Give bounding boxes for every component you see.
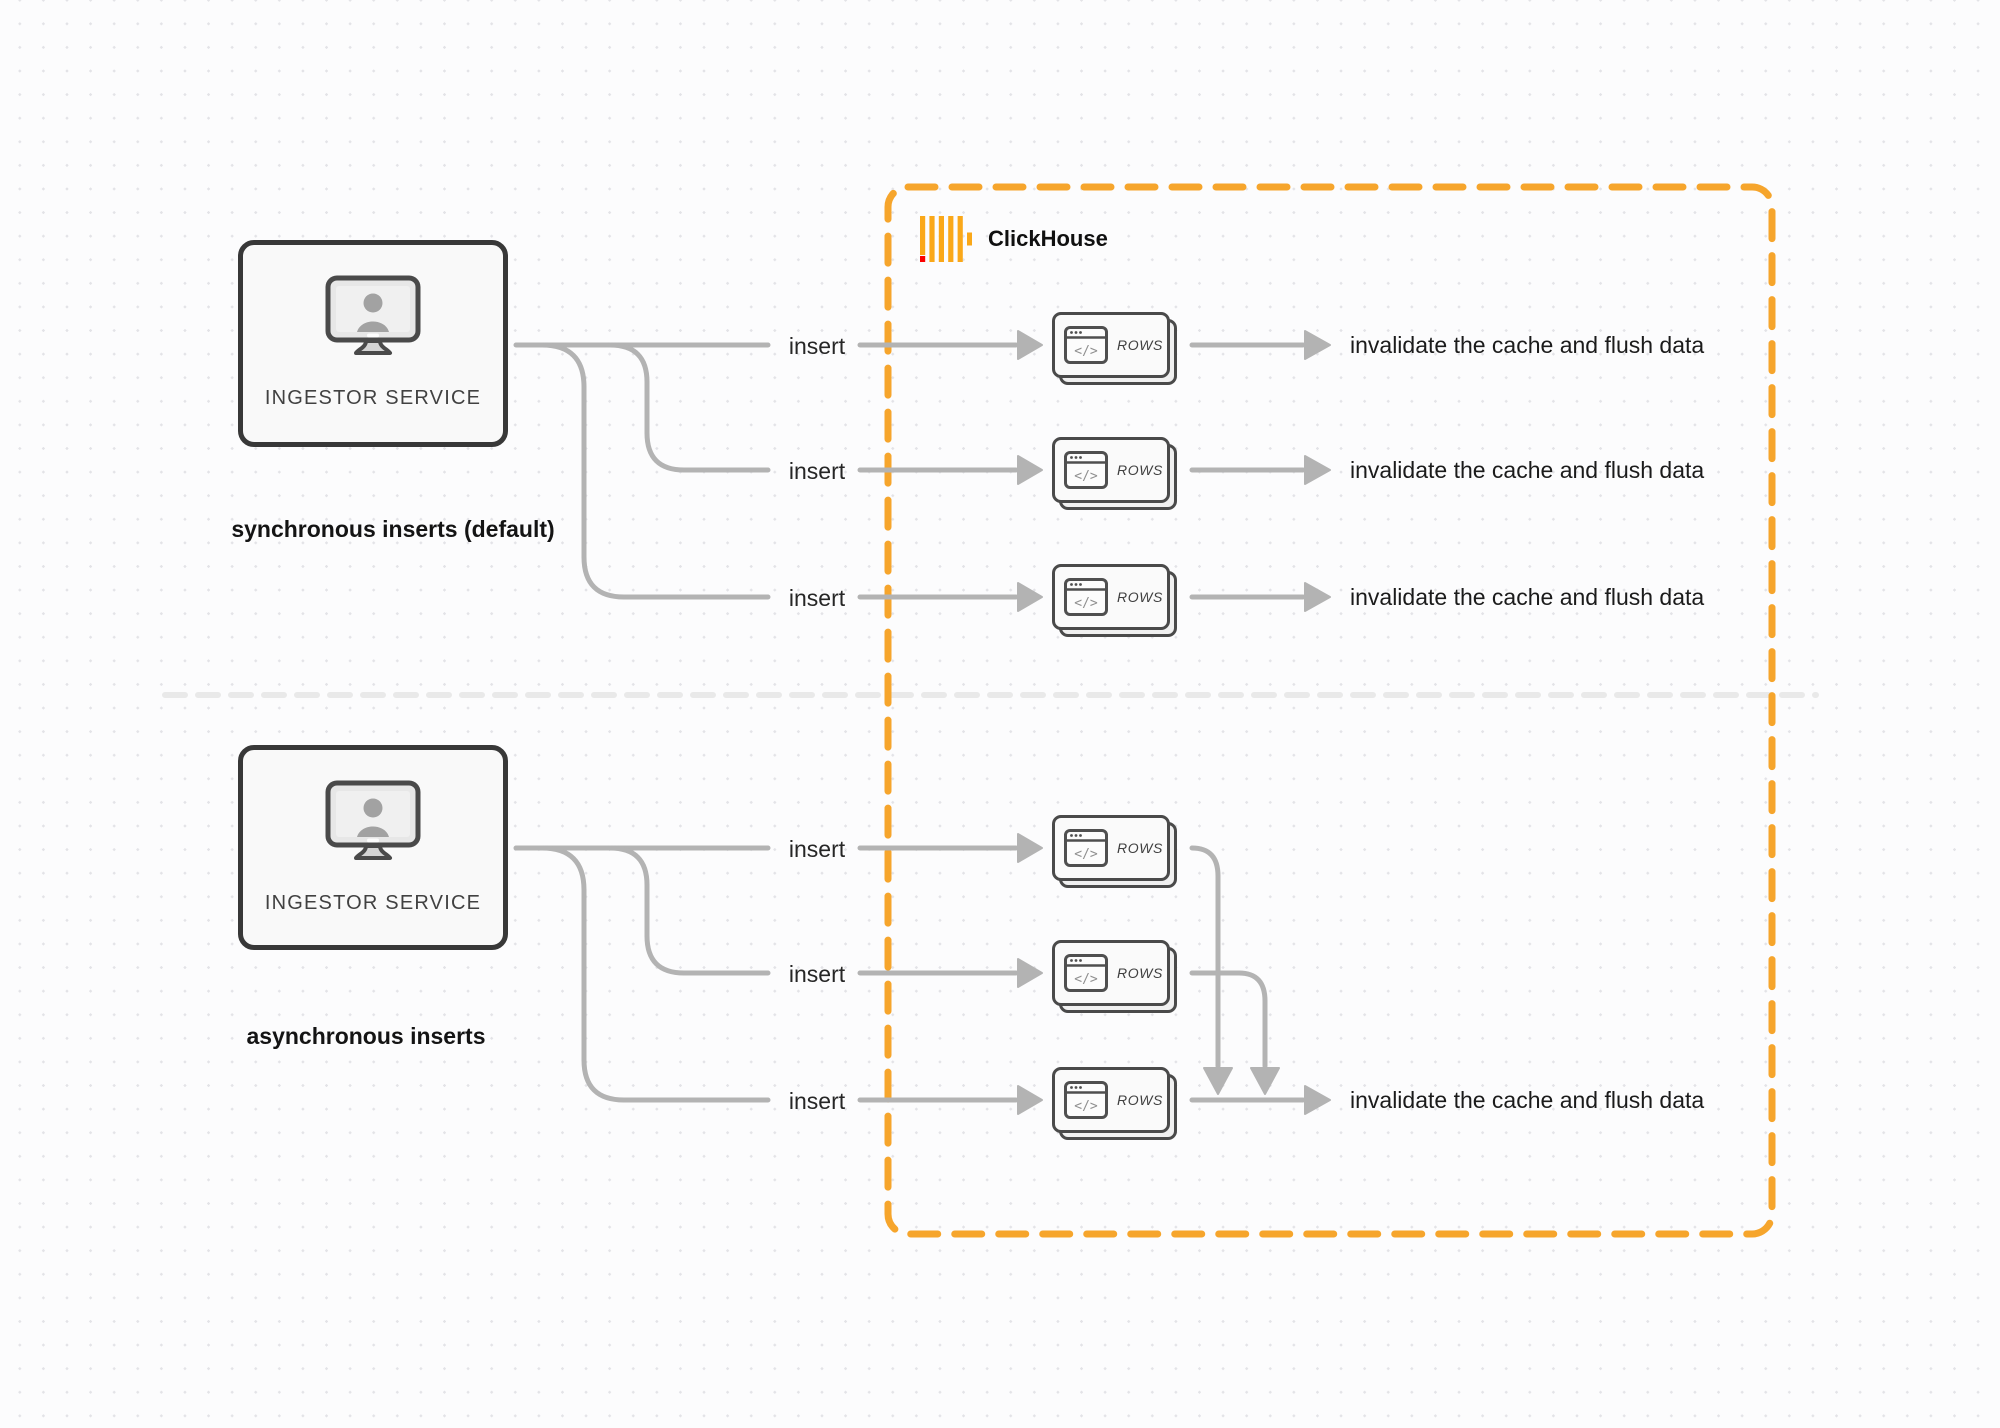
- arrow-head-icon: [1017, 455, 1043, 485]
- card-face: </> ROWS: [1052, 437, 1170, 503]
- svg-text:</>: </>: [1074, 596, 1098, 611]
- insert-label: insert: [788, 333, 846, 359]
- result-label: invalidate the cache and flush data: [1350, 1087, 1705, 1113]
- code-window-icon: </>: [1064, 1081, 1108, 1119]
- clickhouse-title: ClickHouse: [988, 226, 1108, 251]
- code-window-icon: </>: [1064, 451, 1108, 489]
- code-window-icon: </>: [1064, 326, 1108, 364]
- card-face: </> ROWS: [1052, 940, 1170, 1006]
- insert-label: insert: [788, 961, 846, 987]
- rows-card-label: ROWS: [1117, 337, 1163, 353]
- rows-card: </> ROWS: [1052, 815, 1177, 888]
- async-section-caption: asynchronous inserts: [246, 1023, 486, 1049]
- service-box-label: INGESTOR SERVICE: [264, 892, 482, 914]
- clickhouse-header: ClickHouse: [920, 216, 1108, 262]
- arrow-head-icon: [1203, 1067, 1233, 1095]
- arrow-head-icon: [1250, 1067, 1280, 1095]
- insert-label: insert: [788, 836, 846, 862]
- arrow-head-icon: [1017, 582, 1043, 612]
- rows-card-label: ROWS: [1117, 1092, 1163, 1108]
- result-label: invalidate the cache and flush data: [1350, 584, 1705, 610]
- svg-text:</>: </>: [1074, 1099, 1098, 1114]
- arrow-head-icon: [1017, 958, 1043, 988]
- code-window-icon: </>: [1064, 829, 1108, 867]
- rows-card-label: ROWS: [1117, 840, 1163, 856]
- insert-label: insert: [788, 458, 846, 484]
- rows-card: </> ROWS: [1052, 564, 1177, 637]
- user-monitor-icon: [325, 780, 421, 860]
- async-connectors: [513, 833, 1331, 1115]
- svg-text:</>: </>: [1074, 972, 1098, 987]
- clickhouse-box-border: [884, 183, 1776, 1238]
- rows-card: </> ROWS: [1052, 312, 1177, 385]
- rows-card-label: ROWS: [1117, 462, 1163, 478]
- code-window-icon: </>: [1064, 578, 1108, 616]
- rows-card: </> ROWS: [1052, 940, 1177, 1013]
- arrow-head-icon: [1017, 1085, 1043, 1115]
- sync-section-caption: synchronous inserts (default): [231, 516, 555, 542]
- rows-card-label: ROWS: [1117, 589, 1163, 605]
- arrow-head-icon: [1017, 833, 1043, 863]
- ingestor-service-node-sync: INGESTOR SERVICE: [238, 240, 508, 447]
- svg-text:</>: </>: [1074, 847, 1098, 862]
- insert-label: insert: [788, 585, 846, 611]
- card-face: </> ROWS: [1052, 564, 1170, 630]
- rows-card: </> ROWS: [1052, 437, 1177, 510]
- ingestor-service-node-async: INGESTOR SERVICE: [238, 745, 508, 950]
- card-face: </> ROWS: [1052, 312, 1170, 378]
- service-box-label: INGESTOR SERVICE: [264, 387, 482, 409]
- code-window-icon: </>: [1064, 954, 1108, 992]
- card-face: </> ROWS: [1052, 815, 1170, 881]
- rows-card-label: ROWS: [1117, 965, 1163, 981]
- insert-label: insert: [788, 1088, 846, 1114]
- svg-text:</>: </>: [1074, 469, 1098, 484]
- clickhouse-logo-icon: [920, 216, 972, 262]
- rows-card: </> ROWS: [1052, 1067, 1177, 1140]
- user-monitor-icon: [325, 275, 421, 355]
- result-label: invalidate the cache and flush data: [1350, 457, 1705, 483]
- arrow-head-icon: [1304, 455, 1331, 485]
- arrow-head-icon: [1017, 330, 1043, 360]
- sync-connectors: [513, 330, 1331, 612]
- arrow-head-icon: [1304, 582, 1331, 612]
- svg-text:</>: </>: [1074, 344, 1098, 359]
- card-face: </> ROWS: [1052, 1067, 1170, 1133]
- arrow-head-icon: [1304, 1085, 1331, 1115]
- arrow-head-icon: [1304, 330, 1331, 360]
- result-label: invalidate the cache and flush data: [1350, 332, 1705, 358]
